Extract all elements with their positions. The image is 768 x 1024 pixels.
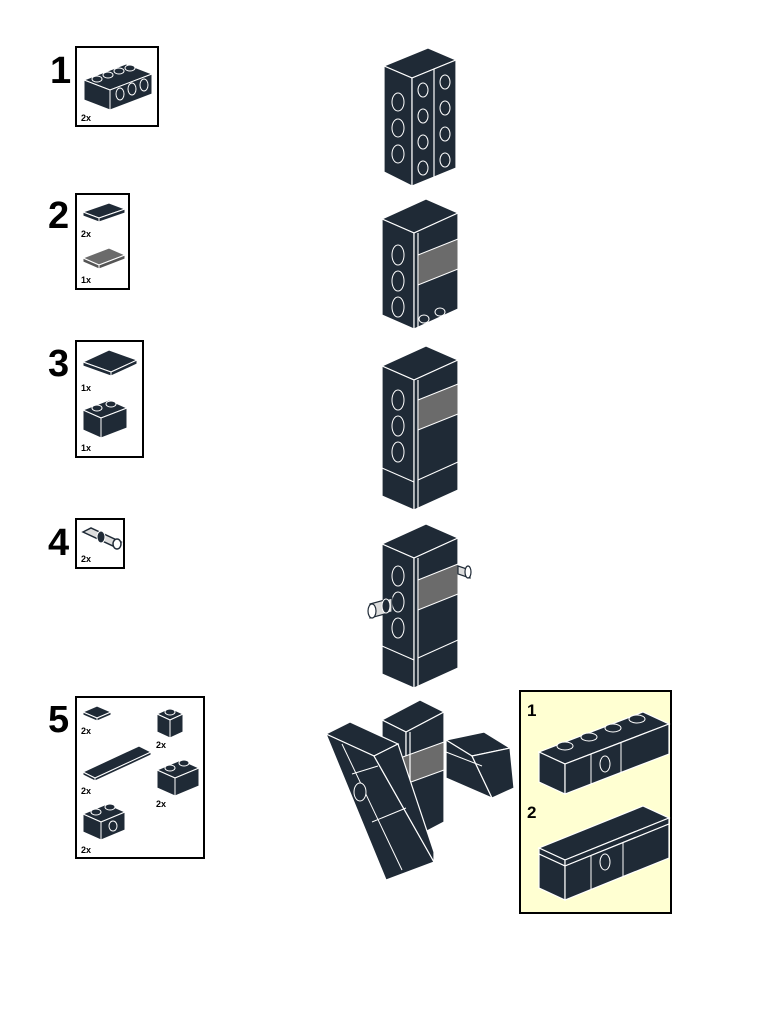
technic-pin-icon	[81, 527, 123, 550]
brick-1x2-icon	[81, 399, 129, 439]
sub-step-number: 2	[527, 803, 537, 822]
step-number: 3	[48, 343, 70, 385]
part-quantity: 1x	[81, 443, 92, 453]
plate-1x2-icon	[81, 202, 127, 223]
model-step-2	[380, 198, 460, 330]
parts-list-box: 2x	[75, 46, 159, 127]
part-quantity: 2x	[156, 799, 167, 809]
sub-step-number: 1	[527, 701, 537, 720]
part-quantity: 2x	[81, 726, 92, 736]
brick-1x2-icon	[155, 759, 201, 797]
part-quantity: 2x	[81, 845, 92, 855]
step-number: 4	[48, 522, 70, 564]
model-step-3	[380, 345, 460, 511]
part-quantity: 1x	[81, 383, 92, 393]
parts-list-box: 1x 1x	[75, 340, 144, 458]
technic-brick-1x4-icon	[82, 63, 154, 111]
technic-brick-with-studs-icon	[537, 711, 671, 795]
part-quantity: 2x	[156, 740, 167, 750]
part-quantity: 2x	[81, 554, 92, 564]
parts-list-box: 2x	[75, 518, 125, 569]
technic-brick-1x2-icon	[81, 803, 127, 841]
parts-list-box: 2x 1x	[75, 193, 130, 290]
plate-1x1-icon	[81, 705, 113, 722]
sub-assembly-panel: 1 2	[519, 690, 672, 914]
part-quantity: 2x	[81, 229, 92, 239]
part-quantity: 1x	[81, 275, 92, 285]
tile-2x2-icon	[81, 349, 139, 377]
part-quantity: 2x	[81, 786, 92, 796]
brick-1x1-icon	[155, 707, 185, 739]
part-quantity: 2x	[81, 113, 92, 123]
step-number: 5	[48, 699, 70, 741]
model-step-1	[382, 47, 458, 187]
tile-1x2-gray-icon	[81, 247, 127, 270]
model-step-4	[367, 523, 472, 689]
parts-list-box: 2x 2x 2x 2x 2x	[75, 696, 205, 859]
tiled-technic-beam-icon	[537, 805, 671, 901]
model-step-5	[324, 699, 515, 881]
step-number: 1	[50, 50, 72, 92]
step-number: 2	[48, 195, 70, 237]
tile-1x4-icon	[81, 745, 153, 782]
